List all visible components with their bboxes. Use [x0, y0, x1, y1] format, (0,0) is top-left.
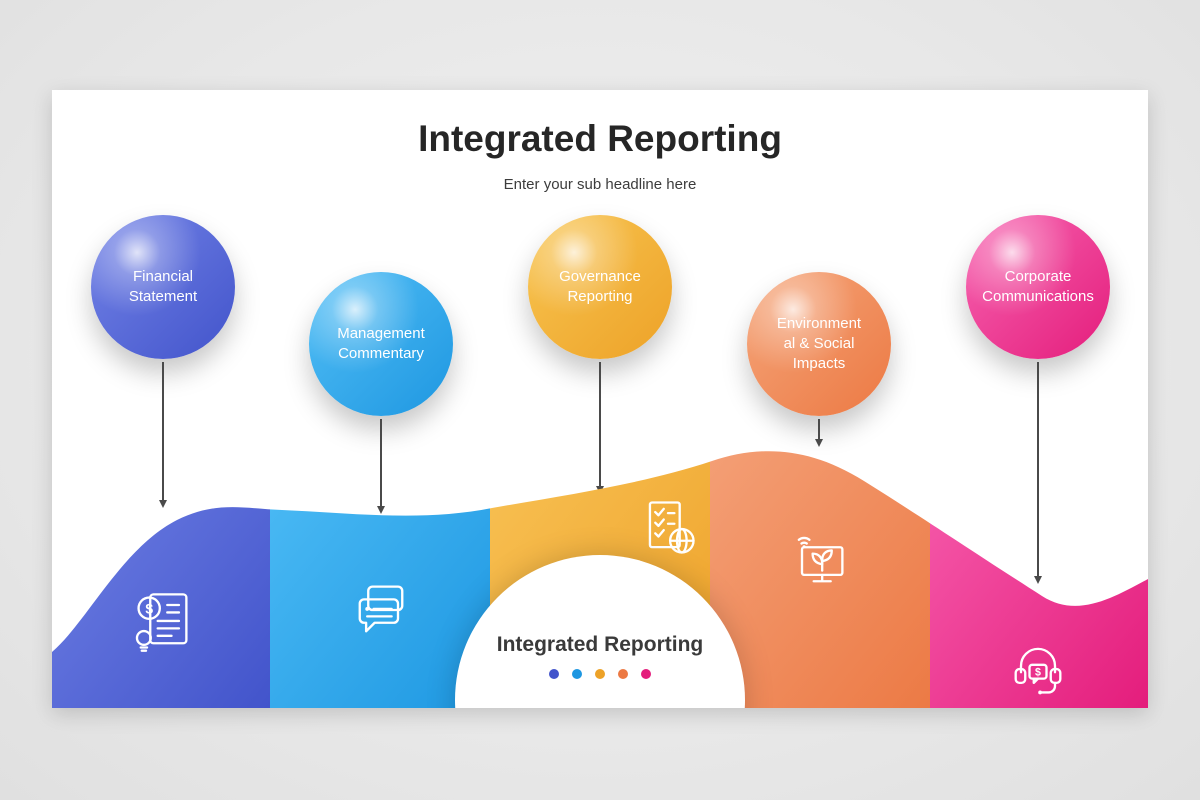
balloon-governance-reporting: Governance Reporting: [528, 215, 672, 359]
slide: Integrated Reporting Enter your sub head…: [52, 90, 1148, 708]
page-title: Integrated Reporting: [418, 118, 782, 159]
svg-text:$: $: [1035, 666, 1041, 678]
balloon-label: Financial Statement: [128, 267, 198, 305]
dot-indicator-management: [572, 669, 582, 679]
financial-statement-icon: $: [129, 588, 197, 656]
chat-bubbles-icon: [347, 576, 415, 644]
connector-arrow: [1034, 362, 1042, 584]
balloon-environmental-social: Environment al & Social Impacts: [747, 272, 891, 416]
checklist-globe-icon: [634, 494, 702, 562]
headset-chat-icon: $: [1004, 634, 1072, 702]
connector-arrow: [377, 419, 385, 514]
wave-segment-financial: [52, 451, 270, 708]
center-title: Integrated Reporting: [496, 633, 704, 656]
balloon-label: Corporate Communications: [982, 267, 1094, 305]
connector-arrow: [159, 362, 167, 508]
svg-text:$: $: [145, 601, 153, 617]
wave-segment-management: [270, 451, 490, 708]
balloon-label: Governance Reporting: [559, 267, 641, 305]
plant-monitor-icon: [785, 526, 853, 594]
balloon-label: Environment al & Social Impacts: [776, 314, 862, 373]
dot-indicator-governance: [595, 669, 605, 679]
balloon-corporate-communications: Corporate Communications: [966, 215, 1110, 359]
connector-arrow: [815, 419, 823, 447]
balloon-financial-statement: Financial Statement: [91, 215, 235, 359]
dot-indicator-environmental: [618, 669, 628, 679]
dot-indicator-financial: [549, 669, 559, 679]
balloon-management-commentary: Management Commentary: [309, 272, 453, 416]
page-subtitle: Enter your sub headline here: [503, 176, 697, 193]
balloon-label: Management Commentary: [337, 324, 425, 362]
dot-indicator-communications: [641, 669, 651, 679]
dot-indicators: [455, 669, 745, 679]
